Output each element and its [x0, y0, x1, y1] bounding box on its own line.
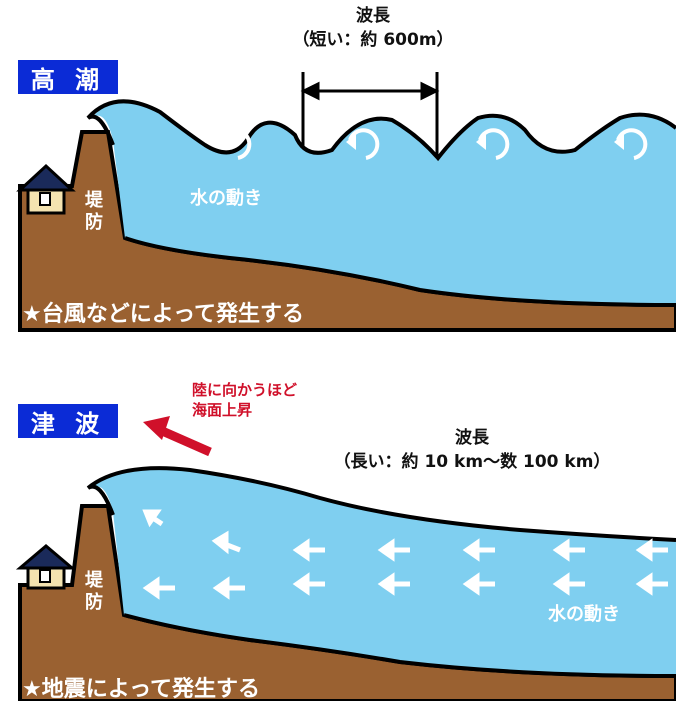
wavelength-title: 波長	[356, 6, 390, 26]
storm-surge-wavelength-label: 波長 （短い：約 600m）	[268, 4, 478, 52]
tsunami-seabed-line	[123, 613, 676, 678]
sea-rise-arrow-icon	[143, 416, 212, 457]
wavelength-detail: （長い：約 10 km～数 100 km）	[333, 452, 611, 472]
storm-surge-seabed-line	[124, 236, 676, 307]
tsunami-panel	[15, 416, 676, 701]
levee-char-1: 堤	[85, 190, 103, 211]
sea-rise-label: 陸に向かうほど 海面上昇	[192, 380, 297, 420]
sea-rise-line1: 陸に向かうほど	[192, 381, 298, 399]
storm-surge-cause-label: ★台風などによって発生する	[22, 302, 304, 327]
tsunami-badge: 津 波	[18, 404, 118, 438]
storm-surge-levee-label: 堤 防	[82, 190, 106, 234]
house-icon	[16, 163, 76, 215]
tsunami-levee-label: 堤 防	[82, 570, 106, 614]
storm-surge-panel	[16, 72, 676, 332]
wavelength-detail: （短い：約 600m）	[292, 30, 454, 50]
tsunami-wavelength-label: 波長 （長い：約 10 km～数 100 km）	[314, 426, 630, 474]
wavelength-title: 波長	[455, 428, 489, 448]
levee-char-1: 堤	[85, 570, 103, 591]
tsunami-water	[92, 468, 676, 676]
storm-surge-water-motion-label: 水の動き	[190, 188, 262, 209]
tsunami-water-motion-label: 水の動き	[548, 604, 620, 625]
house-icon	[15, 544, 77, 590]
water-flow-arrows-icon	[142, 509, 668, 600]
levee-char-2: 防	[85, 592, 103, 613]
storm-surge-badge-label: 高 潮	[30, 65, 106, 94]
levee-char-2: 防	[85, 212, 103, 233]
storm-surge-water	[92, 101, 676, 305]
wavelength-bracket	[300, 72, 440, 158]
water-rotation-icon	[218, 128, 648, 160]
tsunami-wave-outline	[86, 466, 676, 542]
tsunami-cause-label: ★地震によって発生する	[22, 677, 260, 702]
tsunami-badge-label: 津 波	[30, 409, 106, 438]
storm-surge-wave-outline	[86, 99, 676, 162]
storm-surge-badge: 高 潮	[18, 60, 118, 94]
sea-rise-line2: 海面上昇	[192, 401, 253, 419]
